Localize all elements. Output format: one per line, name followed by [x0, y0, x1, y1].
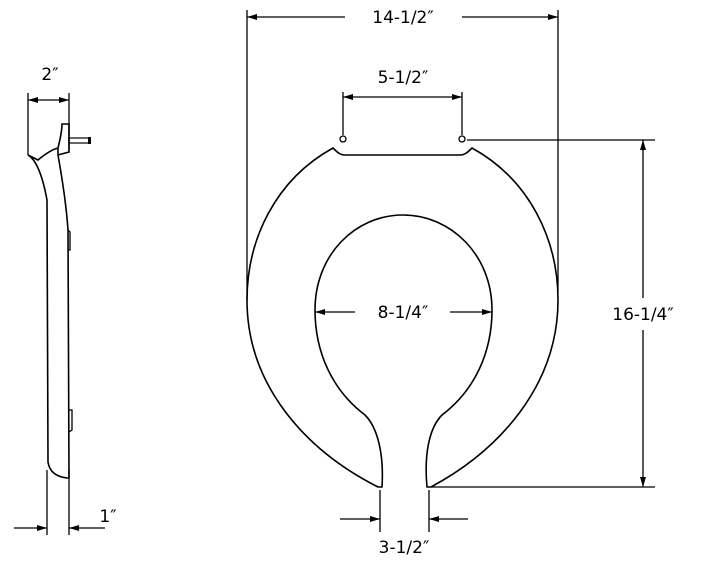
seat-side-profile	[27, 123, 70, 479]
hinge-hole-left	[339, 135, 347, 143]
overall-width-label: 14-1/2″	[372, 8, 433, 28]
overall-length-label: 16-1/4″	[612, 305, 673, 325]
front-gap-label: 3-1/2″	[379, 538, 430, 558]
hinge-spacing-label: 5-1/2″	[378, 68, 429, 88]
front-view: 14-1/2″ 5-1/2″ 8-1/4″ 16-1/4″ 3-1/2″	[246, 8, 674, 558]
seat-outline	[246, 147, 559, 488]
opening-width-label: 8-1/4″	[378, 303, 429, 323]
hinge-pin	[68, 137, 90, 144]
hinge-hole-right	[458, 135, 466, 143]
side-view: 2″ 1″	[14, 65, 117, 535]
side-width-label: 2″	[41, 65, 58, 85]
side-thickness-label: 1″	[99, 507, 116, 527]
